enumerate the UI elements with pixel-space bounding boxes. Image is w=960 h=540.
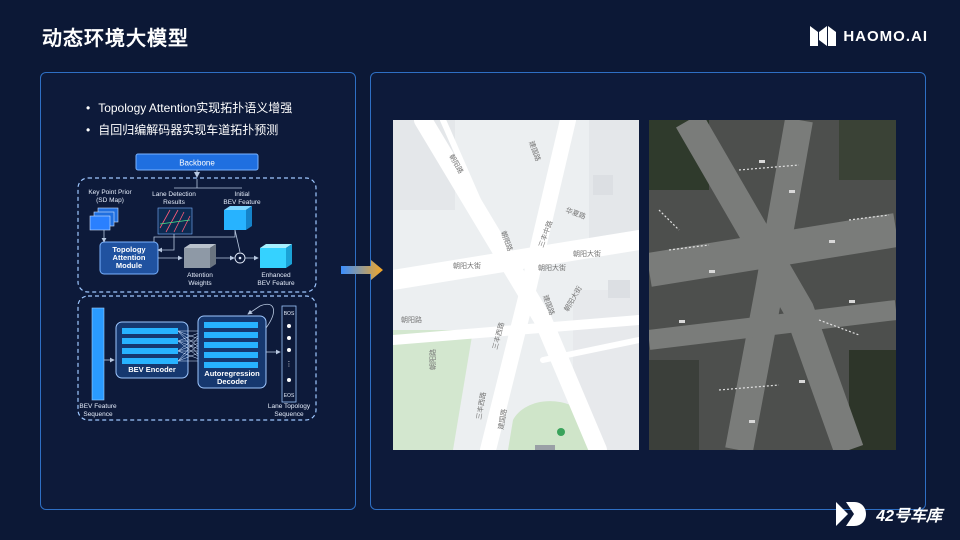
ar-decoder-label-1: Autoregression xyxy=(204,369,260,378)
enhanced-bev-sub-label: BEV Feature xyxy=(257,280,295,287)
bev-feature-sequence-bar xyxy=(91,307,105,401)
attention-weights-label: Attention xyxy=(187,272,213,279)
street-label: 朝阳大街 xyxy=(538,263,566,272)
topology-attention-group xyxy=(77,177,317,293)
street-label: 朝阳大街 xyxy=(573,249,601,258)
attention-weights-sub-label: Weights xyxy=(188,280,212,287)
footer-brand-label: 42号车库 xyxy=(876,508,942,525)
lane-detection-label: Lane Detection xyxy=(152,191,196,198)
ar-decoder-label-2: Decoder xyxy=(217,377,247,386)
architecture-diagram: Backbone Key Point Prior (SD Map) Lane D… xyxy=(77,153,317,421)
topology-attention-label-1: Topology xyxy=(112,245,146,254)
initial-bev-cube-icon xyxy=(224,206,252,230)
street-label: 朝阳路 xyxy=(428,349,437,370)
street-label: 朝阳路 xyxy=(401,315,422,324)
park-pin-icon xyxy=(557,428,565,436)
left-panel xyxy=(40,72,356,510)
street-label: 朝阳大街 xyxy=(453,261,481,270)
encoder-layers xyxy=(122,328,178,364)
autoregression-loop-arrow xyxy=(247,303,274,329)
lane-topology-sub-label: Sequence xyxy=(274,411,304,418)
topology-attention-label-2: Attention xyxy=(113,253,146,262)
topology-attention-label-3: Module xyxy=(116,261,142,270)
decoder-layers xyxy=(204,322,258,368)
enhanced-bev-cube-icon xyxy=(260,244,292,268)
attention-weights-icon xyxy=(184,244,216,268)
page-title: 动态环境大模型 xyxy=(42,28,189,50)
bev-feature-seq-label: BEV Feature xyxy=(79,403,117,410)
bos-token: BOS xyxy=(284,311,295,317)
crosswalk-markings xyxy=(658,164,890,391)
haomo-logo-icon xyxy=(810,26,837,46)
garage-logo-icon xyxy=(836,502,867,526)
lane-detection-image-icon xyxy=(157,207,193,235)
initial-bev-sub-label: BEV Feature xyxy=(223,199,261,206)
satellite-map-view xyxy=(649,120,896,450)
lane-detection-sub-label: Results xyxy=(163,199,185,206)
transition-arrow-icon xyxy=(341,260,383,280)
enhanced-bev-label: Enhanced xyxy=(261,272,291,279)
bev-feature-seq-sub-label: Sequence xyxy=(83,411,113,418)
bullet-item: 自回归编解码器实现车道拓扑预测 xyxy=(86,119,292,141)
kp-prior-label: Key Point Prior xyxy=(88,189,132,196)
footer-brand: 42号车库 xyxy=(834,500,942,528)
sd-map-stack-icon xyxy=(89,207,119,231)
bullet-list: Topology Attention实现拓扑语义增强 自回归编解码器实现车道拓扑… xyxy=(86,97,292,141)
eos-token: EOS xyxy=(284,393,295,399)
svg-text:⋮: ⋮ xyxy=(286,361,293,368)
bullet-item: Topology Attention实现拓扑语义增强 xyxy=(86,97,292,119)
lane-topology-sequence-column xyxy=(281,305,297,403)
kp-prior-sub-label: (SD Map) xyxy=(96,197,124,204)
lane-topology-label: Lane Topology xyxy=(268,403,311,410)
brand-logo: HAOMO.AI xyxy=(809,24,928,48)
street-map-view: 朝阳路 建国路 华夏路 朝阳路 三丰中路 朝阳大街 朝阳大街 朝阳大街 建国路 … xyxy=(393,120,639,450)
backbone-label: Backbone xyxy=(179,159,215,168)
encoder-decoder-group xyxy=(77,295,317,421)
bev-encoder-label: BEV Encoder xyxy=(128,365,176,374)
brand-name: HAOMO.AI xyxy=(843,27,928,45)
initial-bev-label: Initial xyxy=(234,191,250,198)
